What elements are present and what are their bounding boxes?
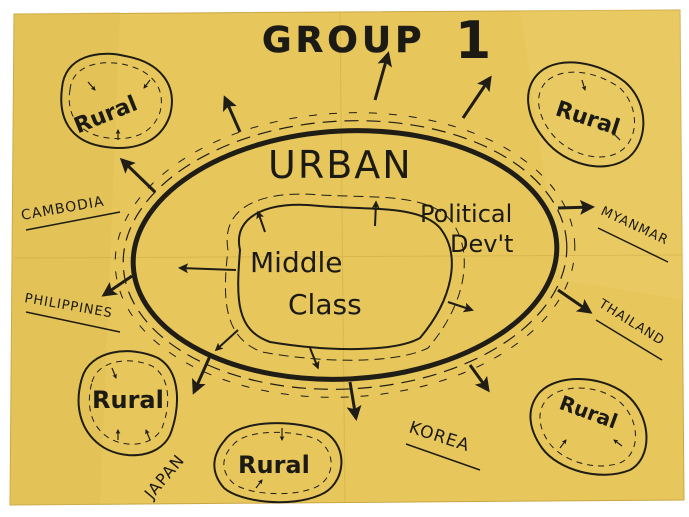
urban-label: URBAN (268, 143, 413, 187)
country-thailand-underline (595, 319, 663, 361)
country-philippines-underline (25, 311, 121, 333)
title-number: 1 (455, 11, 491, 71)
title-group: GROUP (262, 20, 426, 61)
rural-blob-4: Rural (213, 422, 343, 504)
country-myanmar-underline (597, 227, 669, 263)
inner-arrows (178, 200, 474, 370)
rural-label-4: Rural (238, 451, 310, 479)
annotation-line1: Political (420, 200, 512, 228)
rural-blob-3: Rural (77, 350, 179, 457)
rural-small-arrows (87, 79, 623, 489)
middle-class-label-line1: Middle (250, 246, 343, 279)
middle-class-label-line2: Class (288, 288, 362, 321)
middle-class-region (224, 193, 465, 361)
annotation-line2: Dev't (450, 230, 513, 258)
country-cambodia-underline (25, 211, 121, 231)
rural-label-3: Rural (92, 386, 164, 414)
urban-ring (114, 112, 576, 398)
country-korea-underline (405, 443, 481, 471)
outer-arrows (101, 51, 595, 421)
